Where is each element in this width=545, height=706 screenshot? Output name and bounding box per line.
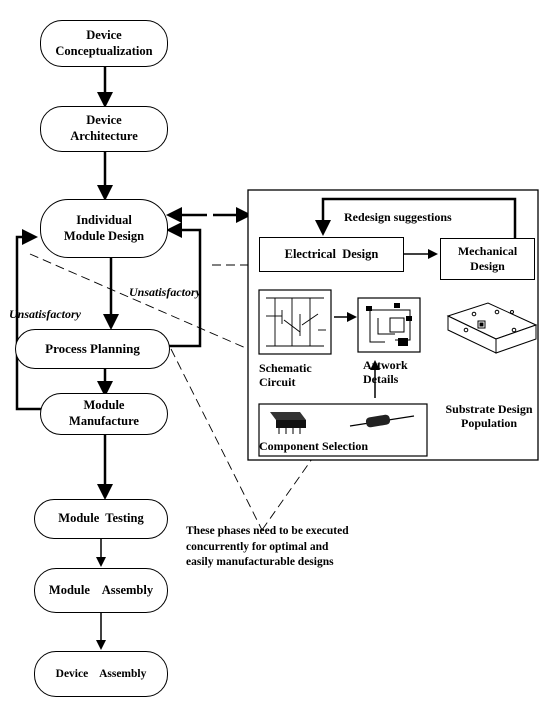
loop-right-unsatisfactory [166,222,202,348]
box-electrical-design: Electrical Design [259,237,404,272]
label-schematic-circuit: Schematic Circuit [259,361,312,390]
label-unsatisfactory-right: Unsatisfactory [129,285,201,299]
node-device-architecture: Device Architecture [40,106,168,152]
ic-chip-drawing [270,412,306,434]
node-module-assembly: Module Assembly [34,568,168,613]
node-process-planning: Process Planning [15,329,170,369]
schematic-thumbnail [258,289,332,355]
flow-arrows [96,66,119,650]
node-device-conceptualization: Device Conceptualization [40,20,168,67]
label-redesign-suggestions: Redesign suggestions [344,210,452,224]
label-substrate-design: Substrate Design Population [445,402,533,431]
note-concurrent-phases: These phases need to be executed concurr… [186,525,349,569]
substrate-drawing [446,302,538,354]
label-component-selection: Component Selection [259,439,368,453]
node-module-manufacture: Module Manufacture [40,393,168,435]
box-mechanical-design: Mechanical Design [440,238,535,280]
label-artwork-details: Artwork Details [363,358,408,387]
label-mechanical-design: Mechanical Design [457,244,518,273]
node-individual-module-design: Individual Module Design [40,199,168,258]
node-module-testing: Module Testing [34,499,168,539]
dashed-callout-lines [29,253,313,531]
loop-left-unsatisfactory [15,229,43,411]
resistor-drawing [349,414,415,428]
schematic-drawing [266,297,326,347]
label-electrical-design: Electrical Design [284,247,379,261]
redesign-loop-arrow [315,197,517,238]
node-device-assembly: Device Assembly [34,651,168,697]
label-unsatisfactory-left: Unsatisfactory [9,307,81,321]
